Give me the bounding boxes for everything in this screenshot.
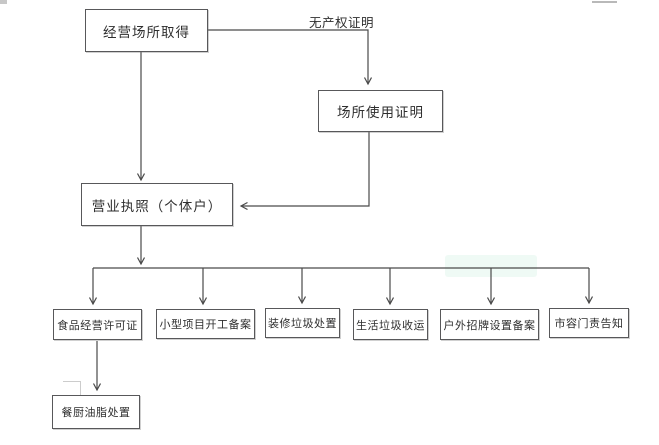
edge-label-no-property-cert: 无产权证明 [309, 16, 375, 30]
faint-highlight-mark [445, 255, 537, 277]
node-premises-usage-proof: 场所使用证明 [318, 90, 443, 132]
node-premises-usage-proof-label: 场所使用证明 [337, 105, 424, 120]
node-outdoor-sign-filing-label: 户外招牌设置备案 [443, 319, 536, 332]
node-city-appearance-notice-label: 市容门责告知 [554, 318, 624, 330]
scan-artifact-top-left [0, 0, 7, 4]
node-kitchen-grease-disposal-label: 餐厨油脂处置 [61, 407, 131, 419]
node-food-business-permit-label: 食品经营许可证 [57, 319, 138, 332]
node-business-premises: 经营场所取得 [85, 9, 208, 52]
node-household-waste-collection: 生活垃圾收运 [353, 309, 428, 340]
faint-corner-mark [63, 381, 81, 395]
node-business-license-label: 营业执照（个体户） [91, 198, 223, 214]
edge-usage-proof-to-license [241, 132, 370, 206]
node-business-premises-label: 经营场所取得 [103, 24, 190, 40]
node-food-business-permit: 食品经营许可证 [53, 309, 142, 340]
edge-premises-to-usage-proof [208, 29, 368, 84]
node-outdoor-sign-filing: 户外招牌设置备案 [440, 309, 539, 340]
node-kitchen-grease-disposal: 餐厨油脂处置 [52, 395, 140, 429]
node-city-appearance-notice: 市容门责告知 [549, 308, 629, 338]
node-household-waste-collection-label: 生活垃圾收运 [356, 319, 425, 332]
node-small-project-filing-label: 小型项目开工备案 [159, 319, 252, 331]
node-renovation-waste-disposal: 装修垃圾处置 [265, 308, 340, 338]
node-business-license: 营业执照（个体户） [81, 183, 233, 226]
node-small-project-filing: 小型项目开工备案 [156, 309, 255, 339]
node-renovation-waste-disposal-label: 装修垃圾处置 [268, 318, 337, 330]
scan-artifact-top-right-line [592, 1, 617, 3]
